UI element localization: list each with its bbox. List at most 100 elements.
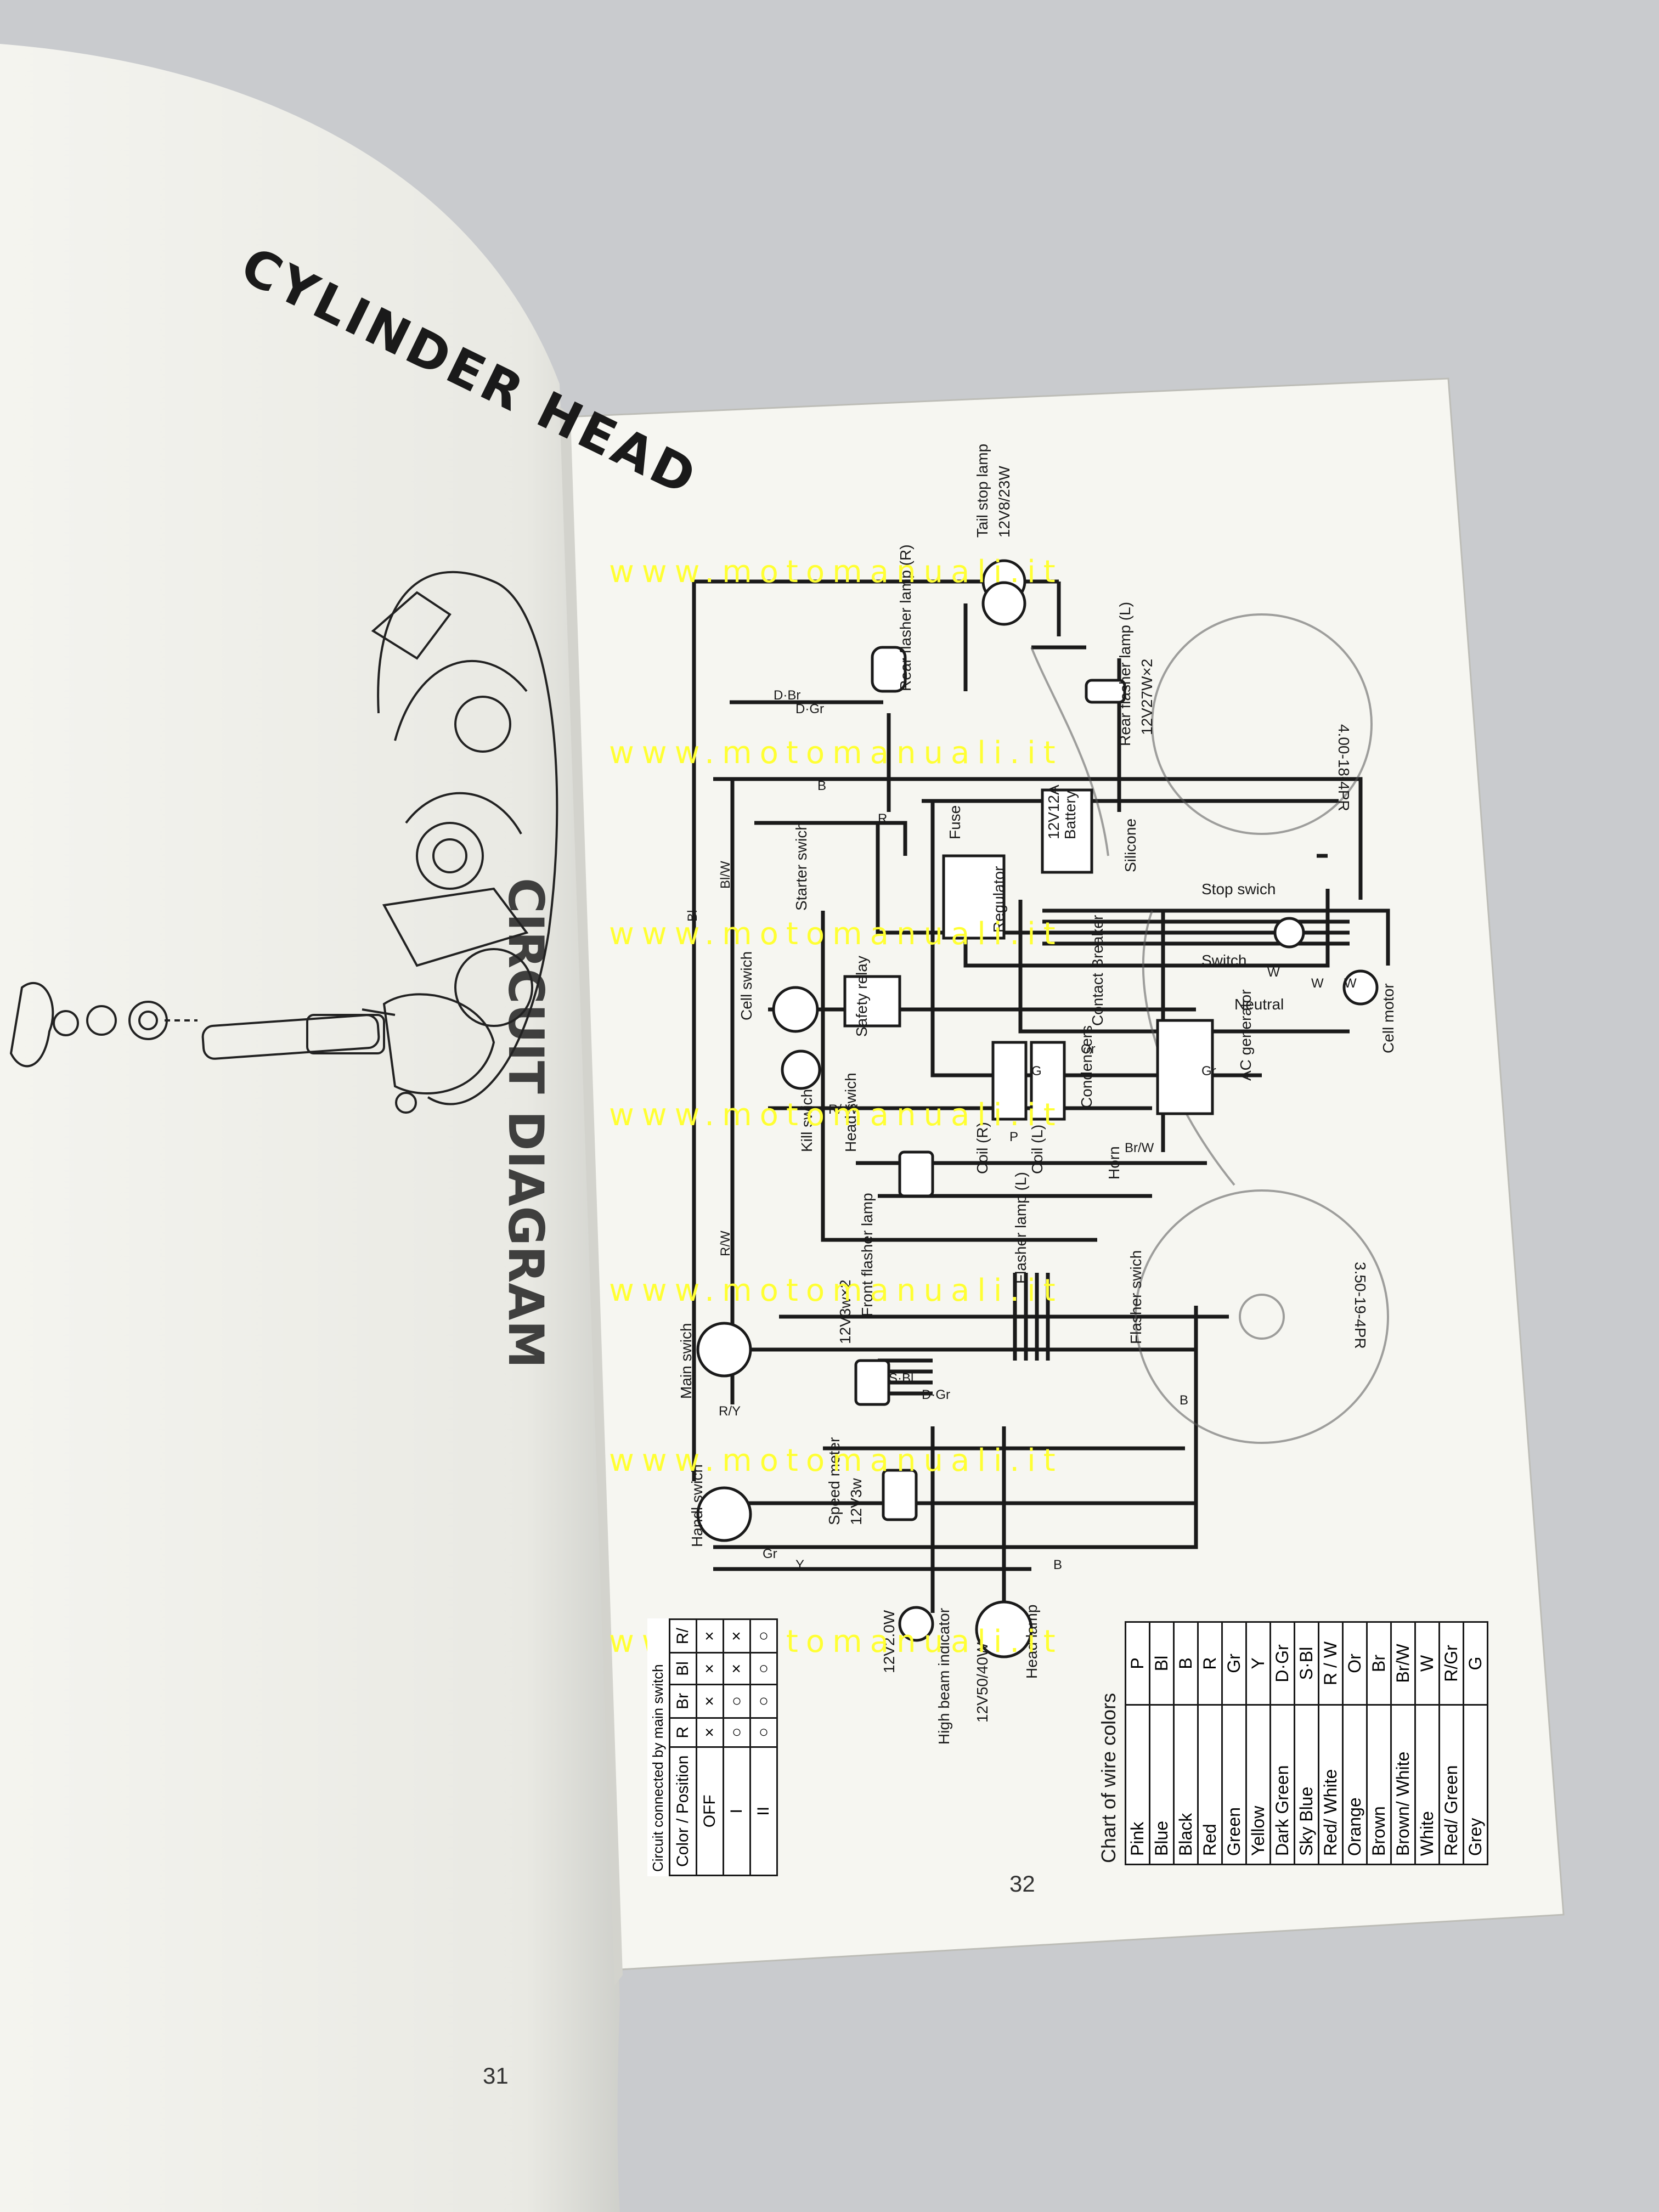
wire-color-code: Bl xyxy=(1149,1622,1174,1705)
svg-text:Silicone: Silicone xyxy=(1122,819,1139,872)
svg-text:Front flasher lamp: Front flasher lamp xyxy=(859,1193,876,1317)
wire-color-code: Br/W xyxy=(1391,1622,1415,1705)
circuit-table-cell: × xyxy=(696,1684,724,1718)
watermark-5: www.motomanuali.it xyxy=(609,1273,1063,1308)
circuit-table-position: II xyxy=(750,1747,777,1876)
wire-color-name: Red xyxy=(1198,1705,1222,1865)
svg-text:Coil (R): Coil (R) xyxy=(974,1122,991,1174)
svg-text:R: R xyxy=(878,811,887,826)
svg-text:Switch: Switch xyxy=(1201,952,1246,969)
svg-text:Gr: Gr xyxy=(1201,1064,1216,1079)
wire-color-code: Or xyxy=(1342,1622,1367,1705)
svg-text:4.00-18-4PR: 4.00-18-4PR xyxy=(1335,724,1352,811)
right-page-number: 32 xyxy=(1009,1871,1035,1897)
svg-text:Coil (L): Coil (L) xyxy=(1029,1125,1046,1174)
circuit-table-column: Br xyxy=(669,1684,697,1718)
wire-color-code: W xyxy=(1415,1622,1440,1705)
circuit-table-position: OFF xyxy=(696,1747,724,1876)
watermark-2: www.motomanuali.it xyxy=(609,735,1063,771)
watermark-4: www.motomanuali.it xyxy=(609,1097,1063,1133)
svg-text:W: W xyxy=(1311,976,1324,991)
wire-color-name: Grey xyxy=(1463,1705,1488,1865)
circuit-table-cell: × xyxy=(723,1619,751,1653)
svg-text:S·Bl: S·Bl xyxy=(889,1371,913,1386)
svg-text:Starter swich: Starter swich xyxy=(793,822,810,911)
wire-color-code: R xyxy=(1198,1622,1222,1705)
wire-color-code: Gr xyxy=(1222,1622,1246,1705)
svg-text:12V3w×2: 12V3w×2 xyxy=(837,1279,854,1344)
circuit-table-position: I xyxy=(723,1747,751,1876)
svg-text:Handl swich: Handl swich xyxy=(689,1464,706,1547)
svg-text:B: B xyxy=(1180,1393,1188,1408)
wire-color-name: Yellow xyxy=(1246,1705,1271,1865)
svg-text:12V50/40W: 12V50/40W xyxy=(974,1642,991,1723)
svg-text:Safety relay: Safety relay xyxy=(853,956,870,1037)
left-page xyxy=(0,44,620,2212)
circuit-table-column: R xyxy=(669,1718,697,1747)
svg-text:Or: Or xyxy=(1081,1042,1096,1057)
circuit-table-cell: ○ xyxy=(750,1619,777,1653)
svg-text:W: W xyxy=(1267,965,1280,980)
wire-color-code: R/Gr xyxy=(1439,1622,1464,1705)
wire-color-name: Sky Blue xyxy=(1294,1705,1319,1865)
svg-text:Head lamp: Head lamp xyxy=(1023,1605,1040,1679)
svg-text:G: G xyxy=(1031,1064,1042,1079)
wire-color-code: D·Gr xyxy=(1270,1622,1295,1705)
left-page-number: 31 xyxy=(483,2063,509,2089)
svg-text:Horn: Horn xyxy=(1105,1146,1122,1180)
wire-color-code: B xyxy=(1173,1622,1198,1705)
svg-text:Contact Breaker: Contact Breaker xyxy=(1089,915,1106,1026)
circuit-table-cell: ○ xyxy=(750,1684,777,1718)
circuit-table-cell: ○ xyxy=(750,1718,777,1747)
svg-text:B: B xyxy=(817,778,826,793)
svg-text:D·Gr: D·Gr xyxy=(922,1387,950,1402)
wire-color-name: White xyxy=(1415,1705,1440,1865)
wire-color-code: R / W xyxy=(1318,1622,1343,1705)
wire-color-chart-title: Chart of wire colors xyxy=(1097,1692,1120,1863)
cylinder-head-illustration xyxy=(9,571,558,1114)
svg-text:Rear flasher lamp (L): Rear flasher lamp (L) xyxy=(1116,602,1133,746)
wire-color-name: Blue xyxy=(1149,1705,1174,1865)
svg-text:Stop swich: Stop swich xyxy=(1201,881,1276,898)
wire-color-code: Y xyxy=(1246,1622,1271,1705)
circuit-table-cell: × xyxy=(723,1652,751,1685)
svg-text:Kill swich: Kill swich xyxy=(798,1089,815,1152)
wire-color-code: G xyxy=(1463,1622,1488,1705)
svg-text:Rear flasher lamp (R): Rear flasher lamp (R) xyxy=(897,544,914,691)
wire-color-name: Brown xyxy=(1367,1705,1391,1865)
wire-color-code: Br xyxy=(1367,1622,1391,1705)
wire-color-name: Red/ White xyxy=(1318,1705,1343,1865)
svg-text:R/ W: R/ W xyxy=(828,1102,858,1117)
svg-text:High beam indicator: High beam indicator xyxy=(935,1608,952,1745)
svg-text:Head swich: Head swich xyxy=(842,1073,859,1152)
circuit-table-row: II○○○○ xyxy=(750,1619,777,1876)
svg-text:Y: Y xyxy=(795,1558,804,1572)
label-tail-stop-lamp: Tail stop lamp xyxy=(974,444,991,538)
svg-text:Main swich: Main swich xyxy=(678,1323,695,1399)
wire-color-name: Green xyxy=(1222,1705,1246,1865)
svg-text:Flasher swich: Flasher swich xyxy=(1127,1250,1144,1344)
circuit-table-cell: × xyxy=(696,1652,724,1685)
wire-color-name: Black xyxy=(1173,1705,1198,1865)
circuit-table-corner: Color / Position xyxy=(669,1747,697,1876)
svg-text:Cell motor: Cell motor xyxy=(1380,983,1397,1053)
svg-text:Br/W: Br/W xyxy=(1125,1141,1154,1155)
circuit-table-cell: × xyxy=(696,1718,724,1747)
svg-text:Bl/W: Bl/W xyxy=(718,861,733,889)
svg-text:12V2.0W: 12V2.0W xyxy=(881,1610,898,1673)
svg-text:Flasher lamp (L): Flasher lamp (L) xyxy=(1012,1172,1029,1284)
